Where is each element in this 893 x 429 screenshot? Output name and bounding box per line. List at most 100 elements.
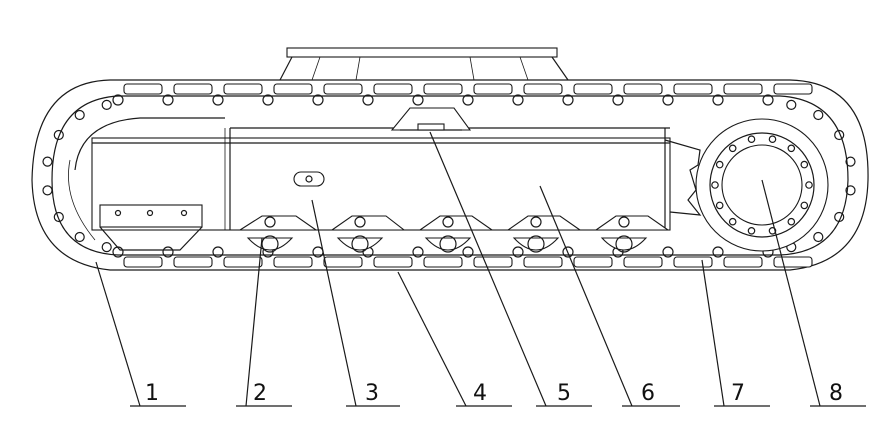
track-frame <box>91 127 671 231</box>
chain-pin <box>845 156 856 167</box>
chain-link <box>473 256 513 268</box>
chain-link <box>123 256 163 268</box>
chain-link <box>423 256 463 268</box>
sprocket-bolt <box>728 144 737 153</box>
sprocket-bolt <box>747 135 756 144</box>
callout-label: 6 <box>641 381 655 406</box>
chain-pin <box>612 94 624 106</box>
chain-pin <box>42 185 53 196</box>
chain-link <box>773 256 813 268</box>
chain-pin <box>262 94 274 106</box>
chain-link <box>523 83 563 95</box>
chain-link <box>373 83 413 95</box>
chain-pin <box>312 94 324 106</box>
chain-pin <box>412 94 424 106</box>
chain-link <box>273 83 313 95</box>
sprocket-bolt <box>715 160 724 169</box>
leader-line <box>701 259 725 407</box>
chain-link <box>623 256 663 268</box>
chain-link <box>273 256 313 268</box>
roller-hub <box>439 235 457 253</box>
frame-bolt <box>264 216 276 228</box>
chain-pin <box>762 94 774 106</box>
chain-pin <box>562 94 574 106</box>
sprocket-bolt <box>768 135 777 144</box>
chain-pin <box>462 246 474 258</box>
sprocket-bolt <box>728 217 737 226</box>
idler-assembly <box>68 117 225 251</box>
chain-pin <box>813 231 824 243</box>
chain-link <box>673 83 713 95</box>
chain-pin <box>834 129 845 141</box>
chain-pin <box>101 99 112 111</box>
chain-pin <box>834 211 845 223</box>
chain-pin <box>212 246 224 258</box>
chain-pin <box>74 231 85 243</box>
chain-pin <box>162 246 174 258</box>
chain-pin <box>662 246 674 258</box>
chain-pin <box>74 109 85 121</box>
roller-hub <box>615 235 633 253</box>
chain-link <box>723 256 763 268</box>
chain-pin <box>101 242 112 253</box>
track-chain <box>31 79 869 271</box>
sprocket-bolt <box>711 181 719 189</box>
leader-line <box>95 261 141 407</box>
frame-bolt <box>354 216 366 228</box>
chain-pin <box>845 185 856 196</box>
roller-hub <box>527 235 545 253</box>
sprocket-bolt <box>805 181 813 189</box>
chain-link <box>223 83 263 95</box>
track-rollers <box>246 216 648 253</box>
leader-line <box>429 131 547 407</box>
chain-link <box>373 256 413 268</box>
chain-link <box>673 256 713 268</box>
carrier-roller <box>390 107 472 131</box>
leader-line <box>397 271 467 407</box>
chain-pin <box>362 94 374 106</box>
chain-link <box>473 83 513 95</box>
callout-label: 1 <box>145 381 159 406</box>
track-roller <box>512 237 560 251</box>
callout-label: 4 <box>473 381 487 406</box>
chain-link <box>573 83 613 95</box>
callout-label: 7 <box>731 381 745 406</box>
drive-sprocket <box>664 118 829 252</box>
chain-pin <box>662 94 674 106</box>
chain-link <box>423 83 463 95</box>
frame-bolt <box>618 216 630 228</box>
grease-fitting <box>293 171 325 187</box>
chain-link <box>773 83 813 95</box>
chain-pin <box>512 94 524 106</box>
frame-bolt <box>442 216 454 228</box>
leader-line <box>311 199 357 407</box>
chain-link <box>173 256 213 268</box>
leader-line <box>245 237 263 407</box>
sprocket-bolt <box>787 217 796 226</box>
sprocket-bolt <box>787 144 796 153</box>
chain-pin <box>412 246 424 258</box>
chain-pin <box>512 246 524 258</box>
callout-label: 5 <box>557 381 571 406</box>
chain-link <box>523 256 563 268</box>
chain-pin <box>712 246 724 258</box>
chain-pin <box>813 109 824 121</box>
chain-link <box>123 83 163 95</box>
roller-hub <box>351 235 369 253</box>
frame-bolt <box>530 216 542 228</box>
callout-label: 3 <box>365 381 379 406</box>
track-roller <box>424 237 472 251</box>
callout-label: 8 <box>829 381 843 406</box>
chain-link <box>323 83 363 95</box>
chain-link <box>623 83 663 95</box>
track-roller <box>600 237 648 251</box>
track-roller <box>336 237 384 251</box>
chain-link <box>573 256 613 268</box>
sprocket-bolt <box>768 227 777 235</box>
chain-pin <box>162 94 174 106</box>
sprocket-bolt <box>715 201 724 210</box>
mounting-plate <box>279 47 569 81</box>
